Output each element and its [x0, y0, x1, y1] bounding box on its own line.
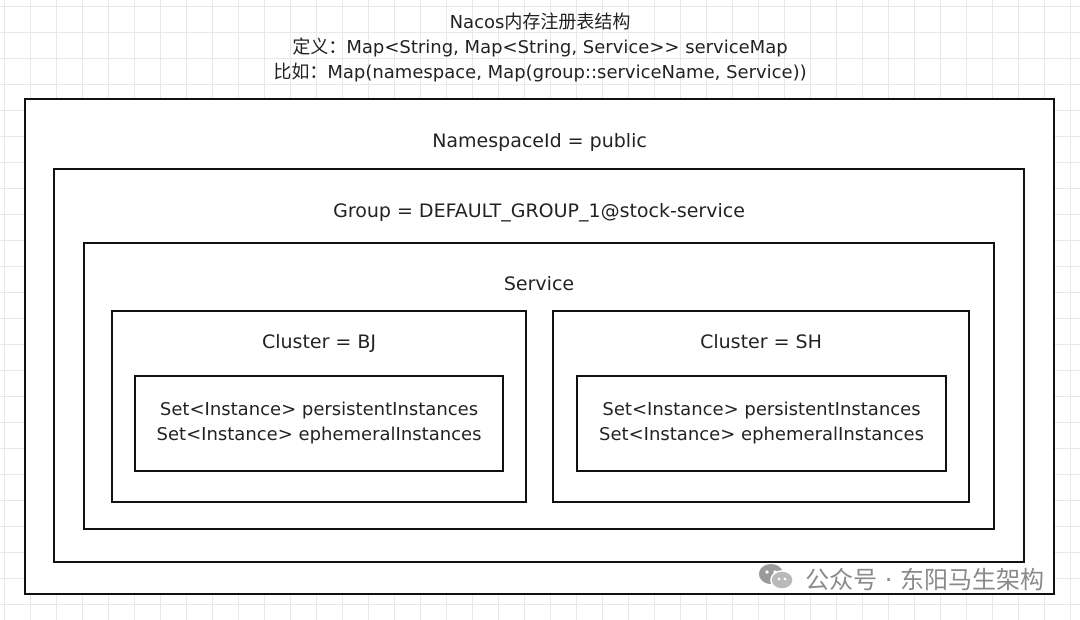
watermark: 公众号 · 东阳马生架构 — [757, 560, 1044, 594]
cluster-label: Cluster = SH — [700, 331, 822, 353]
ephemeral-instances-label: Set<Instance> ephemeralInstances — [156, 424, 482, 445]
group-label: Group = DEFAULT_GROUP_1@stock-service — [333, 200, 745, 222]
persistent-instances-label: Set<Instance> persistentInstances — [159, 399, 479, 420]
example-text: 比如：Map(namespace, Map(group::serviceName… — [273, 62, 807, 83]
diagram-title: Nacos内存注册表结构 — [449, 12, 631, 33]
definition-text: 定义：Map<String, Map<String, Service>> ser… — [292, 37, 788, 58]
watermark-text: 公众号 · 东阳马生架构 — [805, 565, 1044, 594]
persistent-instances-label: Set<Instance> persistentInstances — [602, 399, 921, 420]
service-label: Service — [503, 273, 575, 295]
instances-box-sh: Set<Instance> persistentInstances Set<In… — [576, 375, 947, 472]
instances-box-bj: Set<Instance> persistentInstances Set<In… — [134, 375, 504, 472]
wechat-icon — [759, 564, 794, 590]
namespace-label: NamespaceId = public — [432, 130, 647, 152]
cluster-label: Cluster = BJ — [261, 331, 377, 353]
ephemeral-instances-label: Set<Instance> ephemeralInstances — [599, 424, 924, 445]
